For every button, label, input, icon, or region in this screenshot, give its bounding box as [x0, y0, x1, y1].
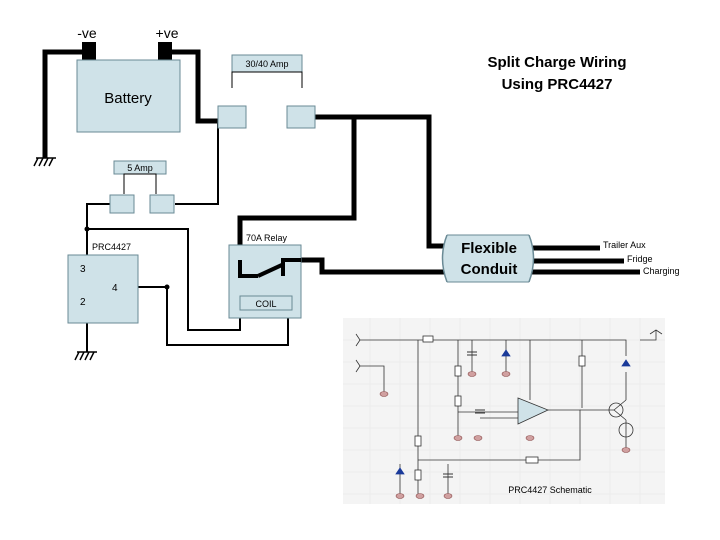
main-fuse-element — [231, 71, 303, 88]
battery-terminal-negative — [82, 42, 96, 60]
battery-box — [76, 59, 181, 133]
conduit — [441, 234, 535, 283]
feed-to-small-fuse — [175, 121, 219, 205]
pin4-to-coil-line — [122, 286, 289, 346]
battery-terminal-positive — [158, 42, 172, 60]
thin-wires — [86, 121, 289, 352]
title-line1: Split Charge Wiring — [487, 54, 626, 71]
junction-dot — [84, 226, 90, 232]
small-fuse-label: 5 Amp — [127, 163, 153, 173]
module-pin4-label: 4 — [112, 283, 118, 294]
junction-dot — [164, 284, 170, 290]
battery-neg-label: -ve — [77, 25, 97, 41]
main-fuse-block-left — [217, 105, 247, 129]
small-fuse-element — [123, 173, 157, 194]
module-pin2-label: 2 — [80, 297, 86, 308]
schematic-caption: PRC4427 Schematic — [508, 485, 592, 495]
small-fuse-block-left — [109, 194, 135, 214]
output-label-fridge: Fridge — [627, 254, 653, 264]
output-label-charging: Charging — [643, 266, 680, 276]
module-pin3-label: 3 — [80, 264, 86, 275]
small-fuse-block-right — [149, 194, 175, 214]
title-line2: Using PRC4427 — [502, 76, 613, 93]
ground-icon — [74, 351, 97, 361]
relay-contact — [238, 258, 301, 278]
positive-to-fuse-wire — [168, 49, 218, 124]
module-label: PRC4427 — [92, 242, 131, 252]
relay-coil-label: COIL — [255, 299, 276, 309]
output-label-trailer-aux: Trailer Aux — [603, 240, 646, 250]
negative-ground-wire — [42, 49, 88, 158]
module-box — [67, 254, 139, 324]
relay-to-conduit-wire — [280, 257, 448, 276]
main-fuse-block-right — [286, 105, 316, 129]
small-fuse-to-module — [86, 203, 110, 258]
main-fuse-label: 30/40 Amp — [245, 59, 288, 69]
conduit-label-line2: Conduit — [461, 261, 518, 278]
battery-label: Battery — [104, 90, 152, 107]
relay-label: 70A Relay — [246, 233, 288, 243]
battery-pos-label: +ve — [156, 25, 179, 41]
ground-icon — [33, 157, 56, 167]
schematic-inset — [343, 318, 665, 504]
relay-coil-box — [239, 295, 293, 311]
conduit-label-line1: Flexible — [461, 240, 517, 257]
module-to-relay-line — [87, 228, 241, 331]
fuse-to-conduit-wire — [314, 114, 448, 249]
